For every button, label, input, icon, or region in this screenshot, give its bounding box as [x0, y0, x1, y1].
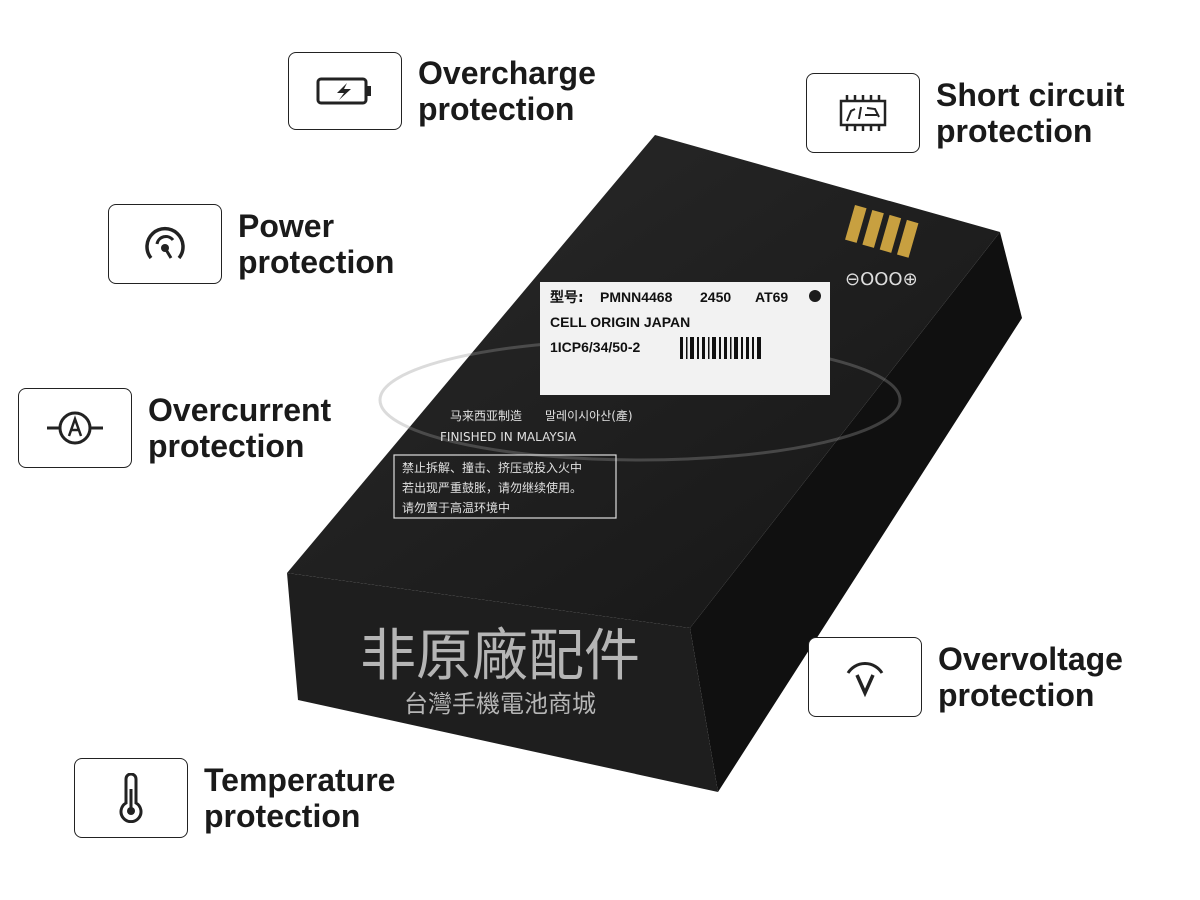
- battery-contacts: [845, 205, 919, 258]
- made-in-kr: 말레이시아산(產): [545, 408, 633, 423]
- feature-title: Overvoltage: [938, 641, 1123, 677]
- battery-side-right: [690, 232, 1022, 792]
- ammeter-icon: [18, 388, 132, 468]
- power-gauge-icon: [108, 204, 222, 284]
- battery-charging-icon: [288, 52, 402, 130]
- battery-side-front: [287, 573, 718, 792]
- label-hole: [809, 290, 821, 302]
- cell-spec: 1ICP6/34/50-2: [550, 339, 640, 355]
- model-prefix: 型号:: [550, 289, 584, 306]
- feature-title: Overcurrent: [148, 392, 332, 428]
- feature-subtitle: protection: [148, 428, 305, 464]
- battery-code: AT69: [755, 289, 788, 305]
- feature-title: Temperature: [204, 762, 396, 798]
- capacity: 2450: [700, 289, 731, 305]
- voltmeter-icon: [808, 637, 922, 717]
- battery-label: [540, 282, 830, 395]
- terminal-markings: ⊖OOO⊕: [845, 269, 918, 290]
- circuit-chip-icon: [806, 73, 920, 153]
- model-number: PMNN4468: [600, 289, 673, 305]
- made-in-cn: 马来西亚制造: [450, 409, 522, 423]
- feature-title: Power: [238, 208, 335, 244]
- feature-title: Overcharge: [418, 55, 596, 91]
- feature-subtitle: protection: [418, 91, 575, 127]
- warning-line-2: 若出现严重鼓胀，请勿继续使用。: [402, 480, 582, 495]
- feature-subtitle: protection: [938, 677, 1095, 713]
- feature-subtitle: protection: [238, 244, 395, 280]
- watermark-line-1: 非原廠配件: [360, 624, 640, 689]
- made-in-en: FINISHED IN MALAYSIA: [440, 430, 577, 444]
- warning-box: [393, 454, 617, 519]
- warning-line-1: 禁止拆解、撞击、挤压或投入火中: [402, 460, 582, 475]
- watermark-line-2: 台灣手機電池商城: [404, 690, 596, 718]
- feature-title: Short circuit: [936, 77, 1125, 113]
- warning-line-3: 请勿置于高温环境中: [402, 500, 510, 515]
- feature-subtitle: protection: [204, 798, 361, 834]
- cell-origin: CELL ORIGIN JAPAN: [550, 314, 690, 330]
- feature-subtitle: protection: [936, 113, 1093, 149]
- thermometer-icon: [74, 758, 188, 838]
- barcode: [680, 337, 761, 359]
